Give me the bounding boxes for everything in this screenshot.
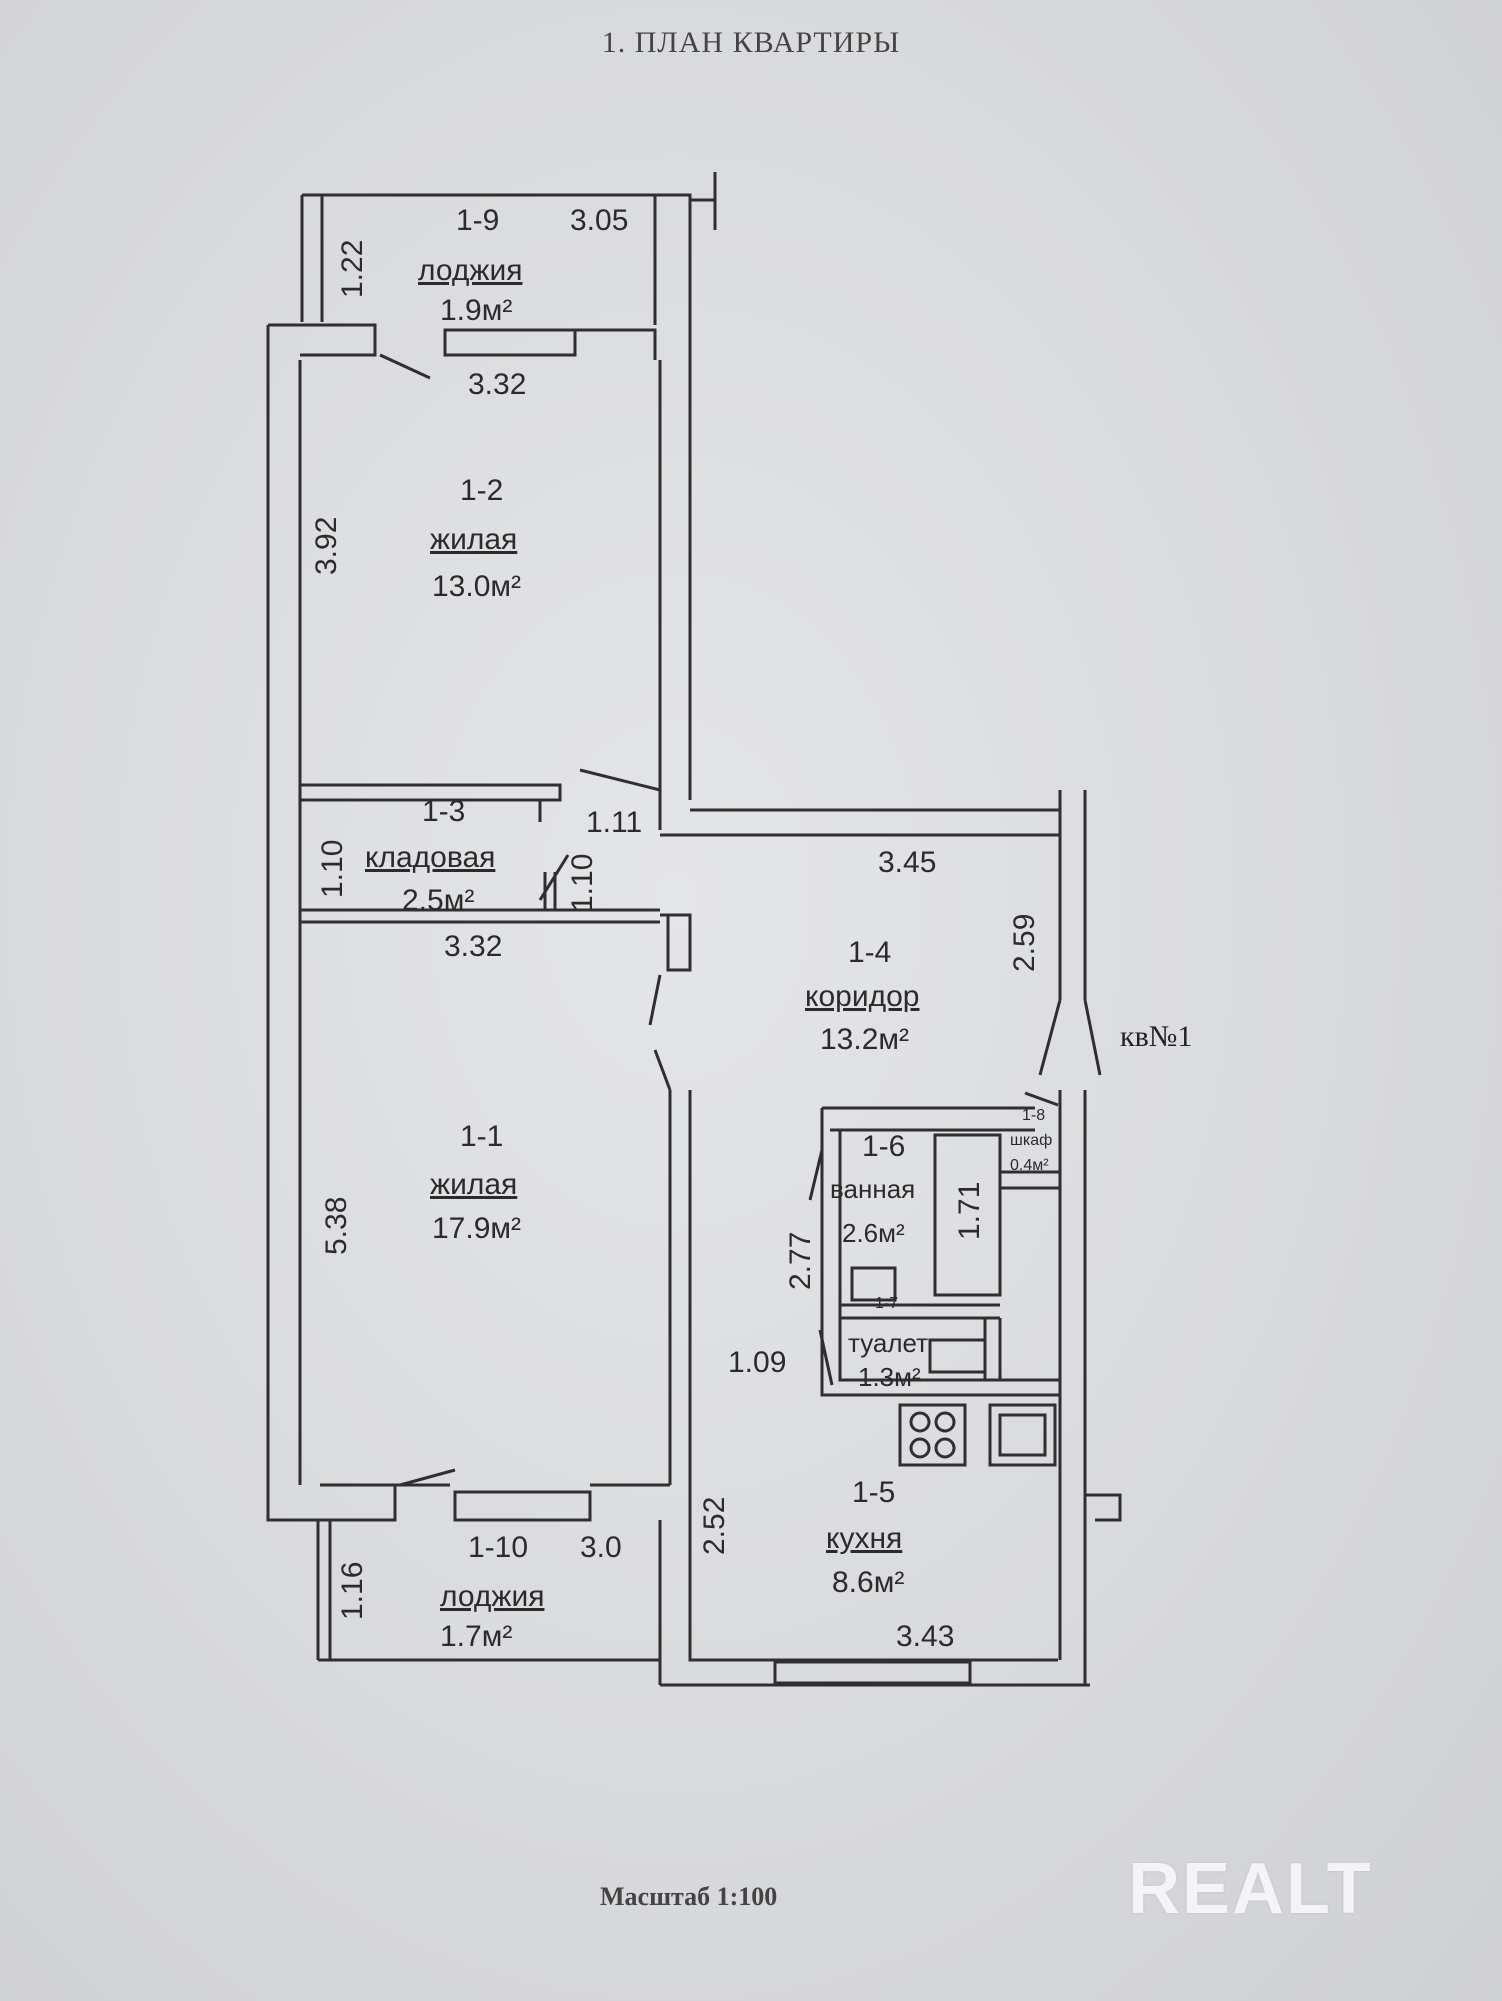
dim-room12-width: 3.32 [468,368,527,401]
room-1-8-area: 0.4м² [1010,1157,1049,1174]
room-1-3-id: 1-3 [422,795,466,828]
room-1-3-area: 2.5м² [402,884,475,917]
bath-north-wall [822,1106,1035,1132]
dim-loggia-bottom-width: 3.0 [580,1531,622,1564]
window-top [443,328,577,357]
closet-wall [1000,1170,1060,1190]
closet-door [1024,1091,1059,1107]
bath-door [808,1149,824,1201]
room-1-1-area: 17.9м² [432,1212,522,1245]
loggia-bottom-walls [316,1520,662,1685]
wall-nw [268,323,377,357]
room-1-9-area: 1.9м² [440,294,513,327]
door-room12 [379,353,431,380]
room-1-2-name: жилая [430,523,518,556]
dim-loggia-top-width: 3.05 [570,204,629,237]
room-1-1-id: 1-1 [460,1120,504,1153]
dim-bath-depth: 2.77 [784,1231,817,1290]
room-1-4-name: коридор [805,980,920,1013]
wall-east-stub [1085,1493,1122,1522]
room-1-4-area: 13.2м² [820,1023,910,1056]
entrance-door [1038,999,1102,1076]
dim-corridor-depth: 2.59 [1008,913,1041,972]
door-storage [538,854,570,901]
dim-door-corridor: 1.11 [586,806,643,839]
wall-east-upper [1058,790,1087,1000]
dim-loggia-top-depth: 1.22 [336,239,369,298]
room-1-8-name: шкаф [1010,1132,1053,1149]
dim-wc-width: 1.09 [728,1346,787,1379]
dim-storage-depth: 1.10 [316,839,349,898]
room-1-10-name: лоджия [440,1580,545,1613]
room-1-7-name: туалет [848,1328,929,1358]
apartment-label: кв№1 [1120,1020,1193,1053]
bathtub [933,1133,1002,1297]
wall-room12-east [658,200,692,830]
room-1-2-area: 13.0м² [432,570,522,603]
door-room11 [648,974,672,1091]
room-1-3-name: кладовая [365,841,496,874]
sink [850,1266,897,1302]
room-1-6-area: 2.6м² [842,1218,905,1248]
room-1-8-id: 1-8 [1022,1107,1046,1124]
room-1-9-id: 1-9 [456,204,500,237]
door-loggia-bottom [399,1468,456,1487]
dim-storage-width: 1.10 [566,853,599,912]
toilet [928,1338,987,1374]
kitchen-sink [988,1403,1057,1467]
room-1-7-id: 1-7 [875,1295,899,1312]
brand-watermark: REALT [1128,1849,1373,1929]
dim-kitchen-depth: 2.52 [698,1496,731,1555]
stove [898,1403,967,1467]
room-1-6-name: ванная [830,1174,916,1204]
loggia-top-walls [300,193,692,325]
wall-east-lower [1058,1090,1087,1685]
storage-north-wall [300,783,562,822]
scale-label: Масштаб 1:100 [600,1882,778,1911]
bath-west-wall [820,1108,1060,1397]
wall-doorpost [660,913,692,972]
wc-door [818,1329,834,1386]
room-1-9-name: лоджия [418,254,523,287]
window-kitchen [773,1660,972,1685]
room-1-5-name: кухня [826,1522,903,1555]
wall-corridor-north [660,808,1060,837]
window-room11 [453,1490,592,1522]
room-1-10-id: 1-10 [468,1531,529,1564]
room-1-1-name: жилая [430,1168,518,1201]
room-1-4-id: 1-4 [848,936,892,969]
dim-corridor-width: 3.45 [878,846,937,879]
wall-corner-top [690,172,717,230]
room-1-5-area: 8.6м² [832,1566,905,1599]
dim-bath-length: 1.71 [953,1181,986,1240]
room-1-5-id: 1-5 [852,1476,896,1509]
room-1-2-id: 1-2 [460,474,504,507]
room-1-7-area: 1.3м² [858,1362,921,1392]
dim-room11-depth: 5.38 [320,1196,353,1255]
dim-loggia-bottom-depth: 1.16 [336,1561,369,1620]
plan-title: 1. ПЛАН КВАРТИРЫ [601,26,901,59]
wall-kitchen-south [660,1520,1090,1687]
room-1-10-area: 1.7м² [440,1620,513,1653]
dim-room11-width: 3.32 [444,930,503,963]
bath-wc-wall [840,1303,1000,1320]
wc-east-wall [983,1318,1002,1380]
dim-room12-depth: 3.92 [310,516,343,575]
wall-top-right [573,328,657,360]
dim-kitchen-width: 3.43 [896,1620,955,1653]
storage-south-wall [300,908,660,924]
wall-room11-east [668,1090,692,1520]
room-1-6-id: 1-6 [862,1130,906,1163]
door-room12-corridor [579,768,661,792]
